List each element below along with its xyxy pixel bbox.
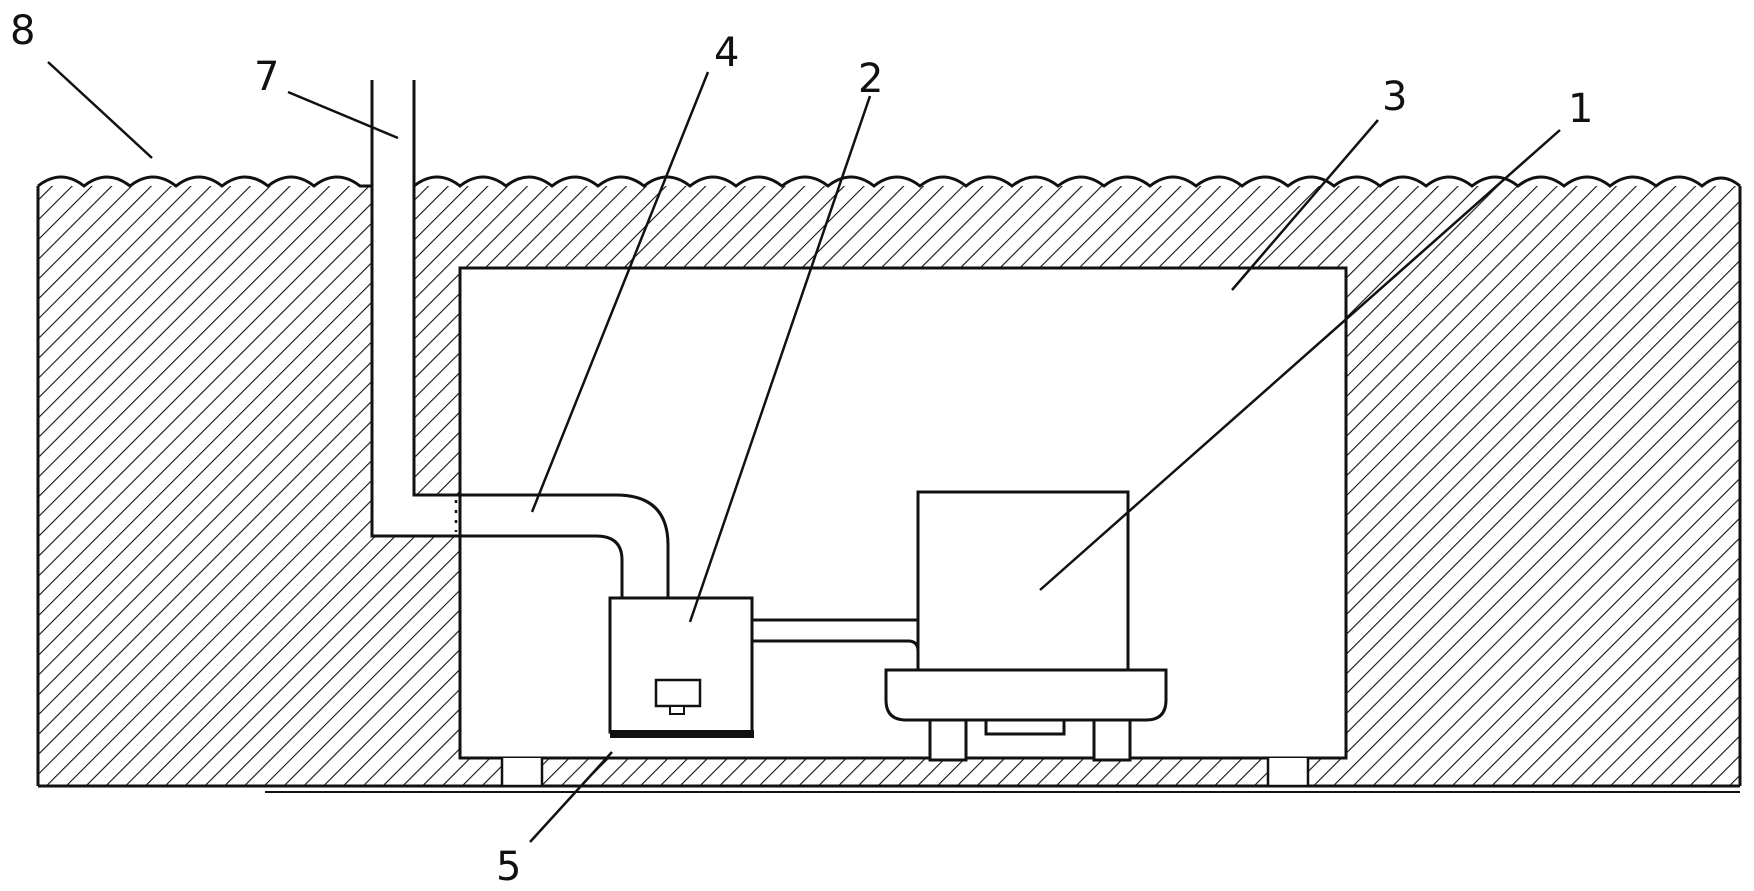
label-1: 1 — [1568, 86, 1593, 132]
label-5: 5 — [496, 844, 521, 886]
leader-lines — [47, 61, 1561, 843]
label-7: 7 — [254, 54, 279, 100]
leader-2 — [688, 95, 872, 623]
unit-2 — [608, 596, 754, 734]
pipe-7-4 — [370, 80, 670, 600]
leader-1 — [1039, 129, 1561, 591]
chamber-feet — [500, 758, 1310, 788]
leader-3 — [1231, 119, 1379, 291]
leader-8 — [47, 61, 153, 159]
label-8: 8 — [10, 8, 35, 54]
leader-4 — [530, 71, 710, 513]
label-2: 2 — [858, 56, 883, 102]
label-4: 4 — [714, 30, 739, 76]
water-surface — [37, 175, 1741, 188]
leader-5 — [529, 751, 613, 843]
device-1 — [884, 490, 1168, 762]
base-plate-5 — [610, 730, 754, 738]
leader-7 — [287, 90, 399, 140]
label-3: 3 — [1382, 74, 1407, 120]
